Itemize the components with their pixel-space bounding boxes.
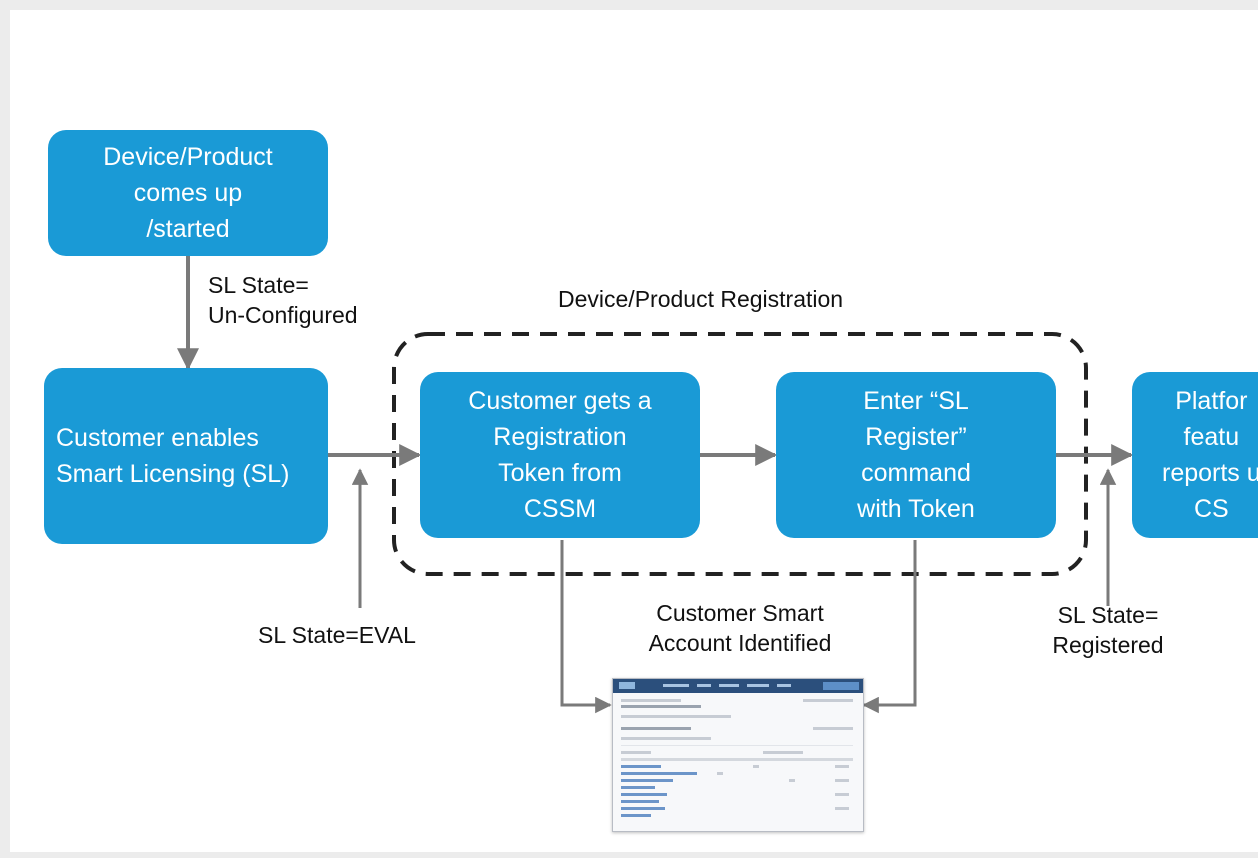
label-state-unconfigured: SL State= Un-Configured	[208, 272, 358, 328]
node-get-registration-token: Customer gets a Registration Token from …	[420, 372, 700, 538]
arrow-register-to-portal	[862, 540, 917, 714]
image-border-bottom	[0, 852, 1258, 858]
node-platform-features-report: Platfor featu reports u CS	[1132, 372, 1258, 538]
cssm-portal-screenshot-icon	[612, 678, 864, 832]
image-border-top	[0, 0, 1258, 10]
arrow-token-to-portal	[560, 540, 612, 714]
label-state-eval: SL State=EVAL	[258, 622, 416, 648]
label-registration-group: Device/Product Registration	[558, 286, 844, 312]
node-device-started: Device/Product comes up /started	[48, 130, 328, 256]
node-enable-smart-licensing: Customer enables Smart Licensing (SL)	[44, 368, 328, 544]
label-state-registered: SL State= Registered	[1052, 602, 1164, 658]
label-smart-account-identified: Customer Smart Account Identified	[648, 600, 832, 656]
node-sl-register-command: Enter “SL Register” command with Token	[776, 372, 1056, 538]
image-border-left	[0, 0, 10, 858]
